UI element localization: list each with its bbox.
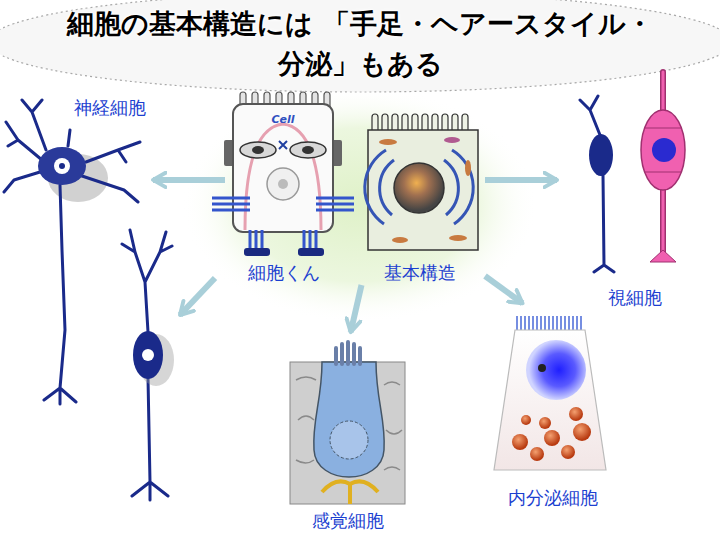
arm-stripes	[212, 198, 354, 210]
cell-node: 視細胞	[560, 70, 710, 310]
arrow-connector	[485, 276, 523, 303]
nerve-ending	[322, 481, 378, 504]
nucleolus	[538, 364, 546, 372]
secretory-granule	[530, 447, 544, 461]
neuron-figure	[122, 230, 174, 500]
nucleus	[330, 421, 368, 459]
arrow	[180, 278, 215, 315]
nucleus	[267, 168, 299, 200]
nucleolus	[278, 179, 288, 189]
nucleus	[54, 158, 70, 174]
endoplasmic-reticulum	[365, 150, 473, 224]
neuron-figure	[4, 100, 140, 404]
rod-terminal	[650, 250, 676, 262]
arrow-connector	[351, 285, 362, 332]
leg-stripes	[250, 230, 316, 250]
eye	[290, 142, 326, 158]
nucleolus	[59, 163, 65, 169]
sensory-cell-body	[314, 362, 385, 477]
rod-bands	[645, 128, 681, 172]
cell-node: 神経細胞	[5, 95, 150, 395]
dendrites-and-axon	[4, 100, 140, 404]
foot	[298, 248, 324, 256]
foot	[244, 248, 270, 256]
node-label: 内分泌細胞	[506, 487, 600, 508]
cilia	[517, 316, 581, 330]
node-label: 神経細胞	[72, 97, 148, 118]
nose-mark	[279, 141, 287, 149]
node-label: 感覚細胞	[310, 510, 386, 531]
header-cloud	[0, 0, 720, 92]
secretory-granule	[539, 417, 551, 429]
cell-node: 基本構造	[355, 105, 485, 285]
nucleus	[526, 340, 586, 400]
arrow-connector	[153, 177, 225, 183]
cell-body	[368, 130, 478, 250]
secretory-granule	[512, 434, 528, 450]
organelle	[444, 137, 460, 143]
node-label: 基本構造	[382, 262, 458, 283]
cell-body	[233, 104, 333, 232]
mitochondrion	[392, 237, 408, 243]
secretory-granule	[573, 423, 591, 441]
arrow-connector	[485, 177, 557, 183]
bipolar-cell-processes	[580, 96, 614, 272]
visual-cell-figure	[580, 72, 685, 272]
cell-kun-figure	[212, 92, 354, 256]
secretory-granule	[521, 415, 531, 425]
sensory-cell-figure	[290, 342, 405, 504]
node-label: 細胞くん	[246, 262, 322, 283]
label: Cell	[258, 113, 308, 126]
pupil	[252, 146, 264, 154]
mitochondrion	[449, 235, 467, 241]
sensory-hairs	[336, 342, 360, 364]
cell-node: 感覚細胞	[285, 335, 410, 533]
soma	[38, 147, 86, 185]
soma	[133, 331, 163, 379]
mitochondrion	[465, 160, 471, 176]
pupil	[302, 146, 314, 154]
rod-body	[641, 110, 685, 190]
endocrine-cell-body	[494, 330, 606, 470]
surrounding-tissue	[290, 362, 405, 504]
cell-node: 内分泌細胞	[480, 305, 625, 510]
secretory-granule	[544, 430, 560, 446]
basic-cell-figure	[365, 114, 478, 250]
nucleus	[394, 163, 444, 213]
rod-nucleus	[652, 138, 676, 162]
bipolar-cell-soma	[589, 134, 613, 176]
mitochondrion	[379, 139, 397, 145]
eye	[240, 142, 276, 158]
membrane-arc	[245, 124, 321, 230]
node-label: 視細胞	[606, 287, 664, 308]
nucleus	[142, 349, 154, 361]
title: 細胞の基本構造には 「手足・ヘアースタイル・分泌」もある	[40, 4, 680, 84]
secretory-granule	[561, 445, 575, 459]
endocrine-cell-figure	[494, 316, 606, 470]
secretory-granule	[569, 407, 583, 421]
